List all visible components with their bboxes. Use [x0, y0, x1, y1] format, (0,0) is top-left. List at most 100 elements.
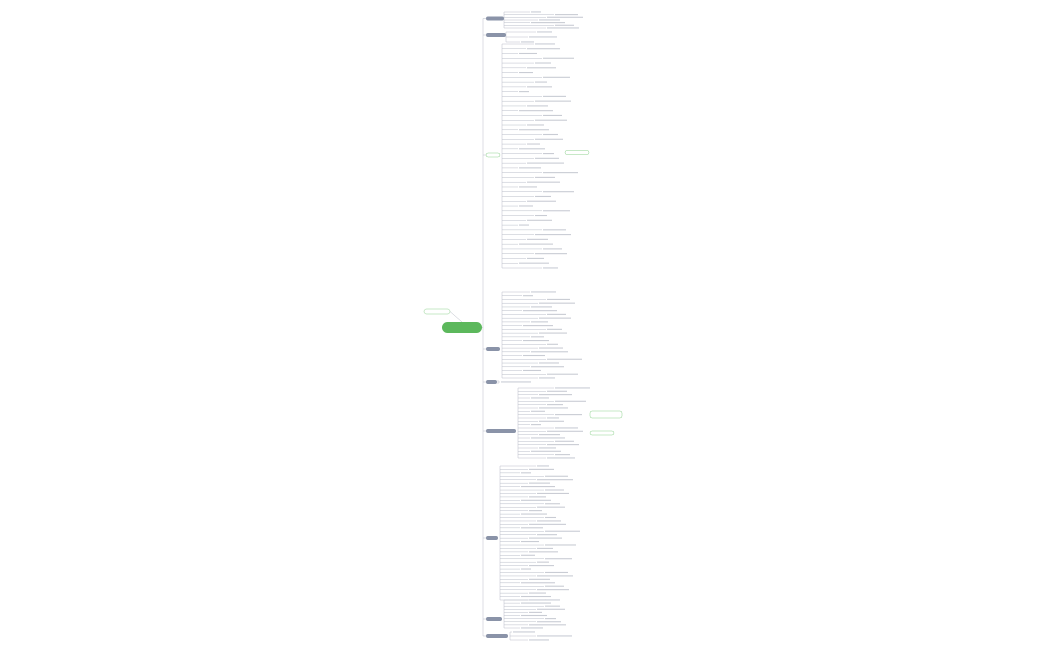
connector-lines: [449, 11, 554, 641]
leaf-text-3-34: [527, 200, 556, 202]
leaf-text-3-7: [519, 71, 533, 74]
branch-node-8[interactable]: [486, 617, 502, 621]
leaf-text-9-2: [537, 635, 572, 637]
leaf-text-6-15: [539, 434, 560, 436]
leaf-text-1-6: [555, 24, 574, 26]
leaf-text-3-23: [519, 148, 545, 150]
leaf-text-4-24: [539, 377, 555, 379]
leaf-text-7-38: [529, 592, 546, 594]
leaf-text-4-1: [531, 291, 556, 293]
leaf-text-8-8: [537, 621, 561, 623]
leaf-text-7-32: [545, 571, 568, 574]
leaf-text-1-5: [531, 22, 565, 24]
leaf-text-3-27: [519, 167, 541, 169]
leaf-text-6-17: [555, 440, 574, 442]
leaf-text-lines: [501, 11, 590, 641]
branch-node-5[interactable]: [486, 380, 497, 384]
leaf-text-7-24: [545, 544, 576, 546]
leaf-text-3-29: [535, 176, 555, 178]
leaf-text-1-4: [539, 19, 560, 21]
leaf-text-3-13: [535, 100, 571, 102]
leaf-text-7-17: [537, 520, 561, 522]
leaf-text-4-8: [539, 317, 571, 319]
leaf-text-3-8: [543, 76, 570, 78]
leaf-text-4-21: [531, 366, 564, 368]
branch-node-9[interactable]: [486, 634, 508, 638]
leaf-text-4-3: [547, 298, 570, 300]
leaf-text-7-14: [529, 510, 542, 512]
leaf-text-7-6: [529, 482, 550, 484]
leaf-text-6-10: [547, 417, 559, 419]
branch-node-7[interactable]: [486, 536, 498, 540]
leaf-text-3-46: [527, 257, 544, 259]
branch-node-1[interactable]: [486, 16, 504, 21]
leaf-text-7-31: [521, 568, 531, 570]
leaf-text-2-3: [521, 41, 534, 43]
leaf-text-3-15: [519, 110, 553, 112]
leaf-text-3-40: [543, 229, 566, 231]
branch-node-2[interactable]: [486, 33, 506, 37]
leaf-text-3-17: [535, 119, 567, 121]
leaf-text-3-9: [535, 81, 547, 83]
leaf-text-7-34: [529, 578, 550, 580]
branch-node-6[interactable]: [486, 429, 516, 433]
leaf-text-3-37: [535, 214, 547, 217]
callout-2[interactable]: [589, 410, 623, 419]
leaf-text-7-33: [537, 575, 573, 577]
leaf-text-9-3: [529, 639, 549, 641]
branch-node-4[interactable]: [486, 347, 500, 351]
leaf-text-3-43: [519, 243, 553, 245]
leaf-text-3-28: [543, 172, 578, 174]
leaf-text-8-5: [529, 611, 542, 613]
leaf-text-6-6: [547, 404, 563, 406]
leaf-text-3-18: [527, 124, 544, 126]
branch-node-3[interactable]: [485, 152, 501, 158]
leaf-text-7-39: [521, 595, 551, 598]
leaf-text-4-16: [539, 347, 563, 349]
leaf-text-3-44: [543, 248, 562, 250]
leaf-text-7-9: [537, 492, 569, 494]
leaf-text-6-12: [531, 424, 541, 426]
side-note-node[interactable]: [423, 308, 451, 315]
leaf-text-4-20: [539, 362, 559, 364]
leaf-text-2-2: [529, 36, 557, 38]
leaf-text-4-13: [531, 336, 544, 338]
leaf-text-6-2: [547, 390, 567, 392]
callout-3[interactable]: [589, 430, 615, 436]
leaf-text-7-20: [545, 530, 580, 532]
root-node[interactable]: [442, 322, 482, 333]
leaf-text-7-29: [537, 561, 549, 563]
leaf-text-4-18: [523, 354, 545, 357]
leaf-text-7-21: [537, 534, 557, 536]
leaf-text-7-25: [537, 547, 553, 549]
leaf-text-3-14: [527, 105, 548, 107]
leaf-text-7-27: [521, 554, 535, 556]
leaf-text-4-2: [523, 295, 533, 297]
leaf-text-2-1: [537, 31, 552, 33]
leaf-text-3-10: [527, 86, 552, 88]
leaf-text-6-21: [555, 454, 570, 456]
leaf-text-1-1: [531, 11, 541, 13]
leaf-text-7-1: [537, 465, 549, 467]
leaf-text-4-6: [523, 310, 557, 312]
leaf-text-3-35: [519, 205, 533, 207]
leaf-text-7-22: [529, 537, 562, 539]
leaf-text-4-12: [539, 332, 567, 334]
leaf-text-3-48: [543, 267, 558, 269]
leaf-text-4-22: [523, 369, 541, 372]
leaf-text-7-10: [529, 496, 546, 498]
leaf-text-7-28: [545, 558, 572, 560]
leaf-text-3-26: [527, 162, 564, 164]
leaf-text-9-1: [513, 631, 535, 633]
leaf-text-3-39: [519, 224, 529, 226]
leaf-text-3-3: [519, 52, 537, 55]
leaf-text-4-19: [547, 358, 582, 360]
callout-1[interactable]: [564, 150, 590, 155]
leaf-text-3-21: [535, 138, 563, 140]
leaf-text-7-26: [529, 551, 558, 553]
leaf-text-3-38: [527, 219, 552, 221]
leaf-text-7-23: [521, 540, 539, 543]
leaf-text-4-14: [523, 340, 549, 342]
leaf-text-4-4: [539, 302, 575, 304]
